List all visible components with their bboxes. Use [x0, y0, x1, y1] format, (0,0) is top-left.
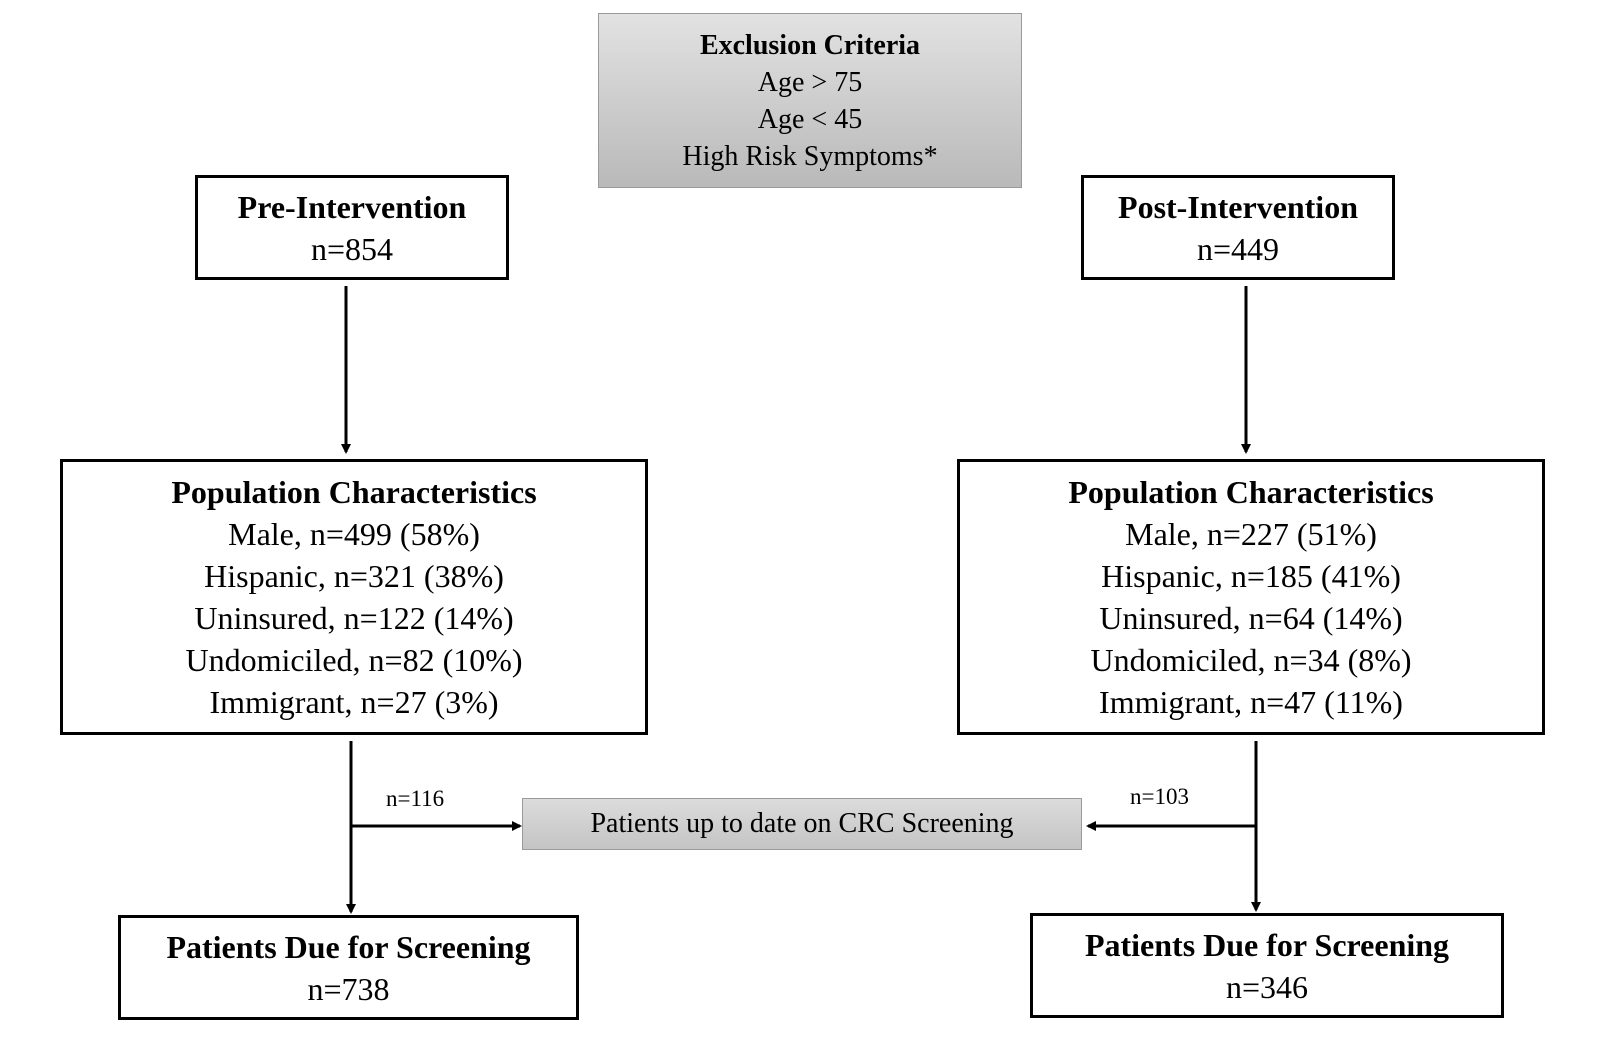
population-characteristic: Uninsured, n=122 (14%)	[194, 600, 514, 636]
pre-patients-due-box: Patients Due for Screening n=738	[118, 915, 579, 1020]
patients-due-title: Patients Due for Screening	[1084, 926, 1450, 963]
population-characteristic: Hispanic, n=321 (38%)	[204, 558, 504, 594]
population-characteristic: Immigrant, n=47 (11%)	[1099, 684, 1403, 720]
pre-intervention-count: n=854	[310, 230, 394, 267]
population-characteristic: Male, n=499 (58%)	[228, 516, 480, 552]
up-to-date-crc-screening-label: Patients up to date on CRC Screening	[590, 808, 1014, 839]
post-intervention-title: Post-Intervention	[1118, 188, 1358, 225]
patients-due-count: n=346	[1225, 968, 1309, 1005]
post-intervention-count: n=449	[1196, 230, 1280, 267]
exclusion-criteria-title: Exclusion Criteria	[699, 29, 921, 61]
pre-intervention-title: Pre-Intervention	[237, 188, 467, 225]
pre-population-characteristics-box: Population Characteristics Male, n=499 (…	[60, 459, 648, 735]
population-characteristic: Immigrant, n=27 (3%)	[209, 684, 499, 720]
exclusion-criterion: High Risk Symptoms*	[682, 140, 938, 172]
up-to-date-crc-screening-box: Patients up to date on CRC Screening	[522, 798, 1082, 850]
post-patients-due-box: Patients Due for Screening n=346	[1030, 913, 1504, 1018]
patients-due-count: n=738	[307, 970, 390, 1007]
pre-up-to-date-count: n=116	[386, 786, 445, 811]
patients-due-title: Patients Due for Screening	[166, 928, 531, 965]
exclusion-criterion: Age < 45	[757, 103, 863, 135]
population-characteristic: Hispanic, n=185 (41%)	[1101, 558, 1401, 594]
post-intervention-box: Post-Intervention n=449	[1081, 175, 1395, 280]
exclusion-criteria-box: Exclusion Criteria Age > 75 Age < 45 Hig…	[598, 13, 1022, 188]
population-characteristics-title: Population Characteristics	[1068, 474, 1434, 510]
population-characteristic: Undomiciled, n=82 (10%)	[185, 642, 523, 678]
population-characteristics-title: Population Characteristics	[171, 474, 537, 510]
pre-intervention-box: Pre-Intervention n=854	[195, 175, 509, 280]
exclusion-criterion: Age > 75	[757, 66, 863, 98]
post-population-characteristics-box: Population Characteristics Male, n=227 (…	[957, 459, 1545, 735]
population-characteristic: Uninsured, n=64 (14%)	[1099, 600, 1403, 636]
population-characteristic: Undomiciled, n=34 (8%)	[1090, 642, 1412, 678]
post-up-to-date-count: n=103	[1130, 784, 1189, 809]
population-characteristic: Male, n=227 (51%)	[1125, 516, 1377, 552]
